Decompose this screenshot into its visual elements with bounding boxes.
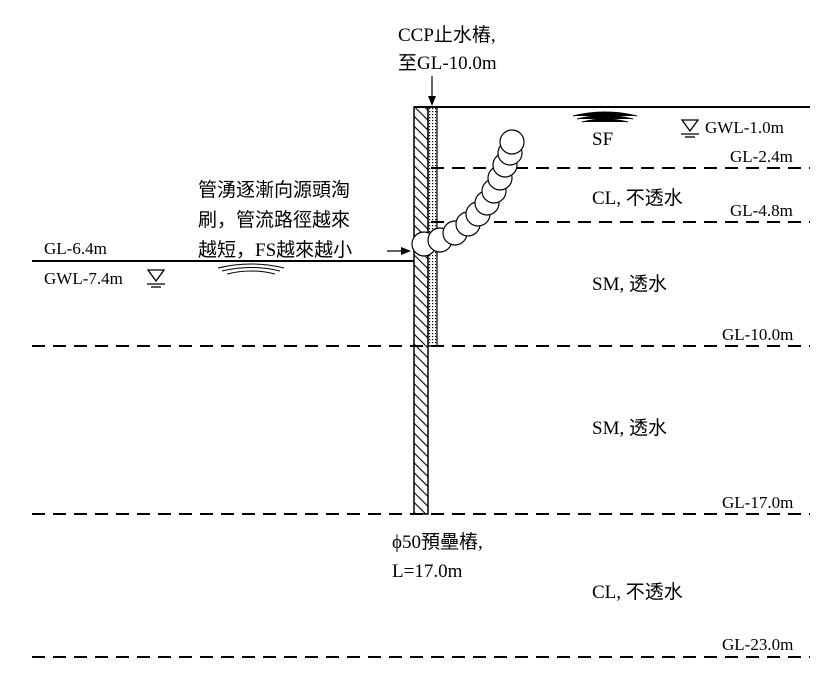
ccp-label-line1: CCP止水樁, — [398, 24, 496, 46]
label-gl-2-4: GL-2.4m — [730, 147, 793, 166]
label-gwl-inside: GWL-7.4m — [44, 269, 123, 288]
water-level-icon-outside — [680, 119, 700, 138]
soil-sm-2: SM, 透水 — [592, 417, 667, 439]
ccp-cutoff-column — [427, 106, 438, 347]
piping-note-line2: 刷，管流路徑越來 — [198, 209, 350, 231]
label-gl-17: GL-17.0m — [722, 493, 793, 512]
soil-hatch-inside — [217, 263, 285, 275]
soil-cl-bottom: CL, 不透水 — [592, 581, 683, 603]
soil-sm-1: SM, 透水 — [592, 273, 667, 295]
ccp-arrow — [428, 76, 436, 106]
label-gl-inside: GL-6.4m — [44, 239, 107, 258]
soil-sf: SF — [592, 129, 613, 150]
label-gl-23: GL-23.0m — [722, 635, 793, 654]
piping-note-line1: 管湧逐漸向源頭淘 — [198, 179, 350, 201]
soil-hatch-outside — [572, 111, 638, 123]
pip-pile — [413, 106, 429, 515]
pile-label-line2: L=17.0m — [392, 561, 463, 582]
piping-arrow — [387, 247, 411, 255]
piping-note-line3: 越短，FS越來越小 — [198, 239, 352, 261]
label-gl-10: GL-10.0m — [722, 325, 793, 344]
pile-label-line1: ϕ50預壘樁, — [392, 531, 483, 553]
label-gwl-outside: GWL-1.0m — [705, 118, 784, 137]
soil-cl-top: CL, 不透水 — [592, 187, 683, 209]
ccp-label-line2: 至GL-10.0m — [398, 53, 497, 74]
water-level-icon-inside — [146, 269, 166, 288]
piping-erosion-path — [411, 129, 525, 257]
label-gl-4-8: GL-4.8m — [730, 201, 793, 220]
